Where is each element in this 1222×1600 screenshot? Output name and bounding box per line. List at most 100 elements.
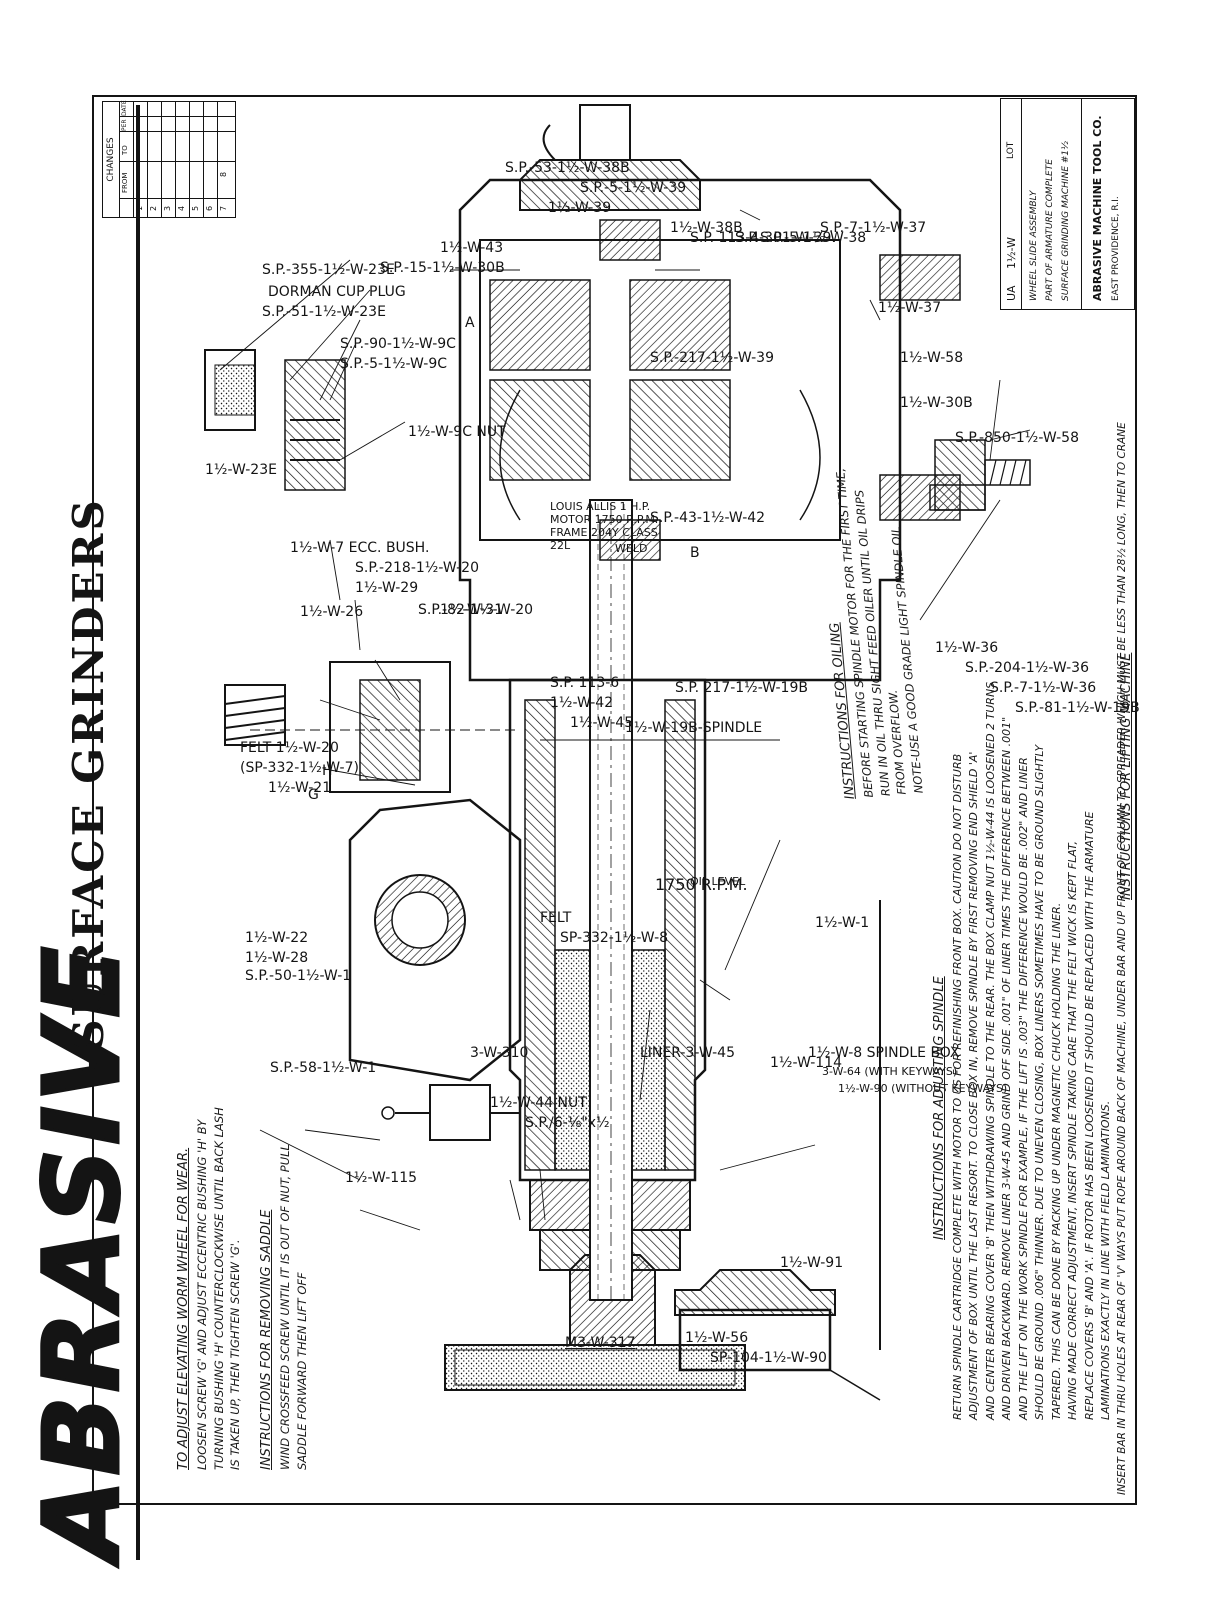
changes-col-date: DATE: [121, 100, 128, 116]
changes-row-num: 5: [191, 205, 200, 211]
label-w91: 1½-W-91: [780, 1255, 844, 1271]
instr-worm-line: LOOSEN SCREW 'G' AND ADJUST ECCENTRIC BU…: [194, 1119, 209, 1470]
title-block-line: WHEEL SLIDE ASSEMBLY: [1029, 190, 1039, 301]
label-w30b: 1½-W-30B: [900, 395, 973, 411]
label-sp5-39: S.P.-5-1½-W-39: [580, 180, 687, 196]
instr-spindle-line: LAMINATIONS EXACTLY IN LINE WITH FIELD L…: [1099, 1100, 1112, 1420]
instr-spindle-line: TAPERED. THIS CAN BE DONE BY PACKING UP …: [1049, 902, 1063, 1420]
instr-saddle-block: INSTRUCTIONS FOR REMOVING SADDLE WIND CR…: [258, 1144, 310, 1470]
label-oil-level: OIL LEVEL: [690, 875, 746, 888]
label-w31: 1½-W-31: [440, 602, 504, 618]
column-bracket: [250, 661, 522, 1082]
label-23e: 1½-W-23E: [205, 462, 277, 478]
label-sp16: S.P./6-⅛"x½: [525, 1115, 610, 1131]
label-w37: 1½-W-37: [878, 300, 942, 316]
changes-row-num: 4: [177, 205, 186, 211]
label-sp53: S.P.-53-1½-W-38B: [505, 160, 630, 176]
instr-spindle-line: RETURN SPINDLE CARTRIDGE COMPLETE WITH M…: [950, 753, 964, 1420]
label-w58: 1½-W-58: [900, 350, 964, 366]
instr-worm-line: TURNING BUSHING 'H' COUNTERCLOCKWISE UNT…: [211, 1107, 226, 1470]
cup-plug: [204, 349, 346, 491]
label-w114: 1½-W-114: [770, 1055, 843, 1071]
label-9c-nut: 1½-W-9C NUT: [408, 424, 506, 440]
label-sp50: S.P.-50-1½-W-1: [245, 968, 352, 984]
label-w115: 1½-W-115: [345, 1170, 418, 1186]
changes-row-num: 6: [205, 205, 214, 211]
changes-row-num: 2: [149, 205, 158, 211]
label-w21: 1½-W-21: [268, 780, 332, 796]
leader-lines: [219, 209, 1031, 1231]
changes-row-rule: [161, 102, 162, 217]
instr-lifting-text: INSERT BAR IN THRU HOLES AT REAR OF 'V' …: [1116, 422, 1128, 1495]
label-dorman-cup-plug: DORMAN CUP PLUG: [268, 284, 406, 300]
instr-saddle-line: WIND CROSSFEED SCREW UNTIL IT IS OUT OF …: [277, 1144, 292, 1470]
label-w26: 1½-W-26: [300, 604, 364, 620]
instr-spindle-line: AND DRIVEN BACKWARD. REMOVE LINER 3-W-45…: [1000, 716, 1013, 1420]
instr-worm-line: IS TAKEN UP, THEN TIGHTEN SCREW 'G'.: [228, 1239, 243, 1470]
title-block-city: EAST PROVIDENCE, R.I.: [1111, 196, 1121, 301]
label-w39: 1½-W-39: [548, 200, 612, 216]
changes-row-num: 8: [219, 171, 228, 177]
changes-col-from: FROM: [121, 172, 129, 193]
changes-row-rule: [147, 102, 148, 217]
label-w29: 1½-W-29: [355, 580, 419, 596]
rear-end-cap: [519, 104, 701, 211]
label-w45: 1½-W-45: [570, 715, 634, 731]
label-sp15: S.P.-15-1½-W-30B: [380, 260, 505, 276]
changes-header: CHANGES: [103, 102, 120, 217]
motor-housing: [458, 178, 902, 682]
label-sp218: S.P.-218-1½-W-20: [355, 560, 479, 576]
sight-feed-oiler: [381, 1084, 520, 1141]
label-ecc-bush: 1½-W-7 ECC. BUSH.: [290, 540, 430, 556]
label-spindle: 1½-W-19B-SPINDLE: [625, 720, 763, 736]
label-sp113-6: S.P. 113-6: [550, 675, 620, 691]
label-sp104: SP-104-1½-W-90: [710, 1350, 827, 1366]
label-w56: 1½-W-56: [685, 1330, 749, 1346]
marker-a: A: [465, 315, 475, 331]
label-w22: 1½-W-22: [245, 930, 309, 946]
label-weld: WELD: [615, 542, 648, 555]
changes-row-rule: [133, 102, 134, 217]
instr-saddle-line: SADDLE FORWARD THEN LIFT OFF: [294, 1272, 309, 1470]
title-block-rule: [1081, 99, 1082, 309]
instr-spindle-line: AND CENTER BEARING COVER 'B' THEN WITHDR…: [983, 681, 997, 1420]
label-sp7-37: S.P.-7-1½-W-37: [820, 220, 927, 236]
title-block: UA 1½-W LOT WHEEL SLIDE ASSEMBLY PART OF…: [1000, 98, 1135, 310]
instr-spindle-line: SHOULD BE GROUND .006" THINNER. DUE TO U…: [1033, 744, 1046, 1420]
label-felt-top: FELT 1½-W-20: [240, 740, 339, 756]
instr-spindle-block: INSTRUCTIONS FOR ADJUSTING SPINDLE RETUR…: [930, 653, 1136, 1420]
title-block-drawing-no: 1½-W: [1005, 236, 1018, 269]
instr-saddle-title: INSTRUCTIONS FOR REMOVING SADDLE: [259, 1209, 274, 1470]
label-motor-plate: LOUIS ALLIS 1 H.P. MOTOR 1750 R.P.M. FRA…: [550, 500, 659, 552]
changes-table: CHANGES FROM TO PER DATE 1 2 3 4 5 6 7 8: [102, 100, 236, 218]
label-w44-nut: 1½-W-44 NUT: [490, 1095, 587, 1111]
label-sp217-39: S.P.-217-1½-W-39: [650, 350, 774, 366]
label-w310: 3-W-310: [470, 1045, 529, 1061]
instr-spindle-line: REPLACE COVERS 'B' AND 'A'. IF ROTOR HAS…: [1082, 811, 1096, 1420]
label-w1: 1½-W-1: [815, 915, 870, 931]
title-block-line: PART OF ARMATURE COMPLETE: [1045, 159, 1055, 301]
changes-col-per: PER: [121, 119, 128, 131]
label-felt-bottom: FELT: [540, 910, 572, 926]
label-felt-sp332-8: SP-332-1½-W-8: [560, 930, 669, 946]
title-block-line: SURFACE GRINDING MACHINE #1½: [1061, 141, 1071, 301]
instr-spindle-title: INSTRUCTIONS FOR ADJUSTING SPINDLE: [932, 976, 947, 1240]
grinding-wheel: [444, 1344, 746, 1391]
label-liner: LINER-3-W-45: [640, 1045, 735, 1061]
label-sp355: S.P.-355-1½-W-23E: [262, 262, 395, 278]
title-block-lot: LOT: [1006, 141, 1016, 159]
label-sp90: S.P.-90-1½-W-9C: [340, 336, 456, 352]
label-w28: 1½-W-28: [245, 950, 309, 966]
title-block-order: UA: [1005, 285, 1018, 301]
instr-worm-block: TO ADJUST ELEVATING WORM WHEEL FOR WEAR.…: [175, 1107, 244, 1470]
marker-b: B: [690, 545, 700, 561]
changes-row-rule: [217, 102, 218, 217]
title-block-rule: [1021, 99, 1022, 309]
changes-row-rule: [189, 102, 190, 217]
label-sp58: S.P.-58-1½-W-1: [270, 1060, 377, 1076]
changes-row-rule: [203, 102, 204, 217]
marker-g: G: [308, 787, 319, 803]
